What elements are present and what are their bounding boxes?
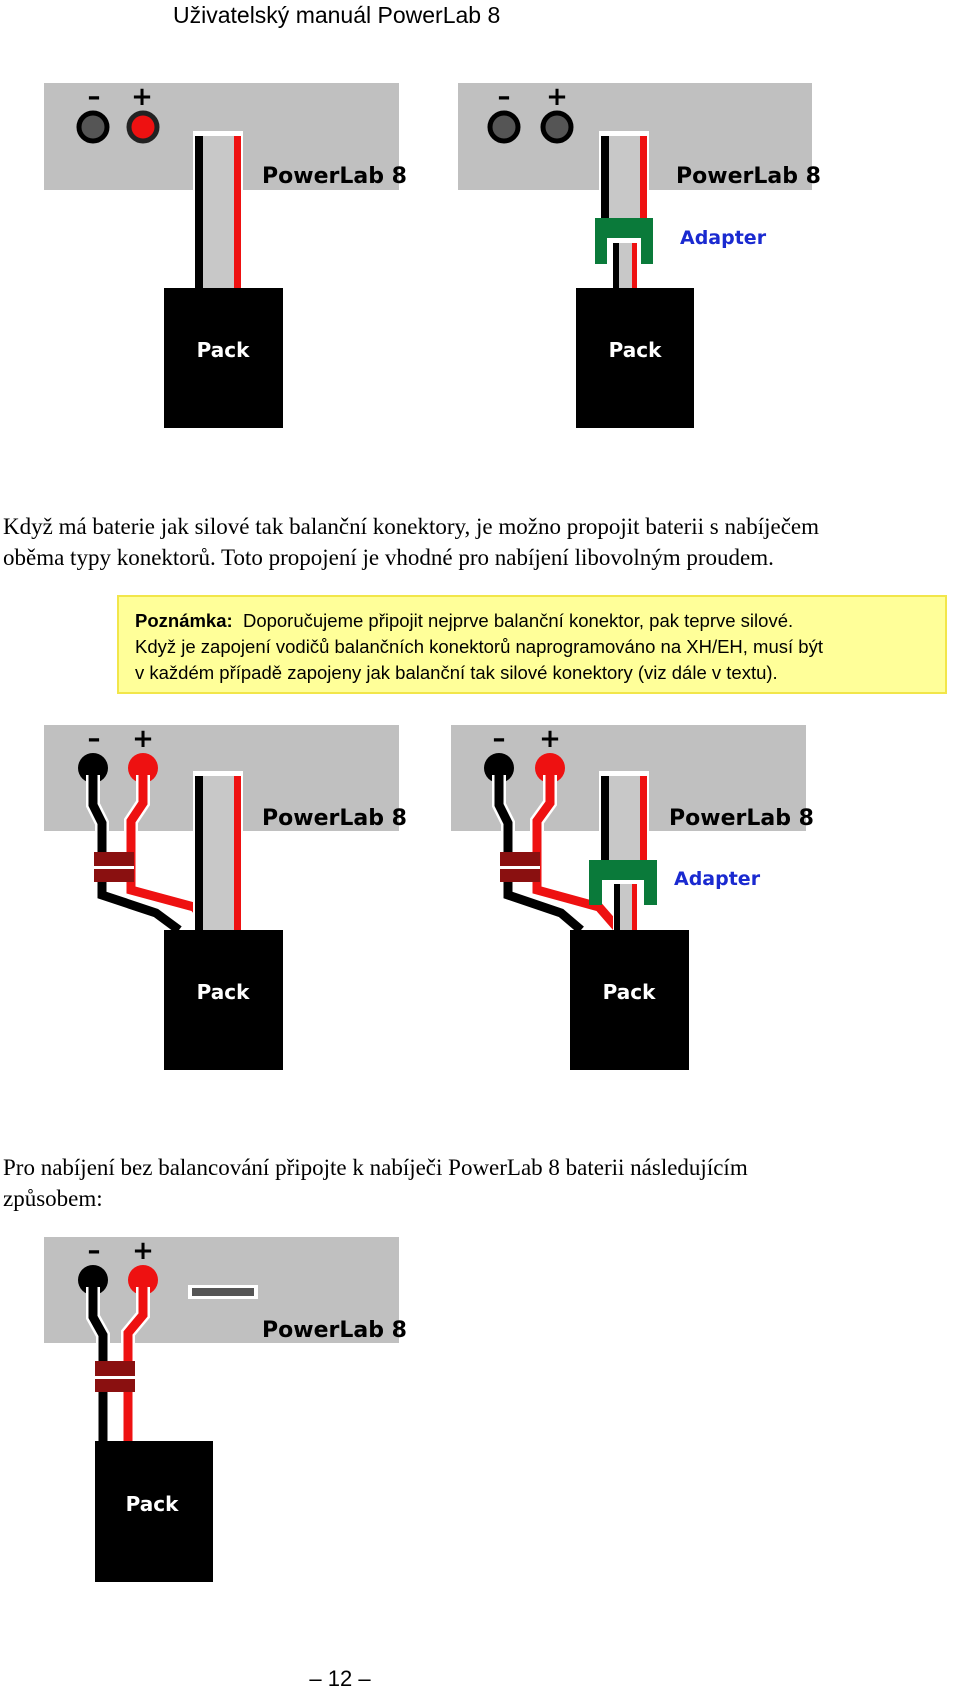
minus-label: – (88, 82, 101, 112)
adapter-label: Adapter (680, 227, 767, 249)
pack-label: Pack (197, 338, 250, 362)
device-label: PowerLab 8 (669, 806, 814, 831)
plus-label: + (131, 82, 153, 112)
diagram-power-only-connection: – + PowerLab 8 Pack (44, 1236, 407, 1582)
paragraph-no-balancing: Pro nabíjení bez balancování připojte k … (3, 1152, 943, 1214)
paragraph-line: Pro nabíjení bez balancování připojte k … (3, 1155, 748, 1180)
diagram-balance-and-power-connection: – + PowerLab 8 Pack (44, 724, 407, 1070)
note-box: Poznámka: Doporučujeme připojit nejprve … (117, 595, 947, 694)
diagram-balance-adapter-and-power-connection: – + PowerLab 8 Adapter Pack (451, 724, 814, 1070)
battery-pack (576, 288, 694, 428)
minus-terminal (487, 110, 521, 144)
adapter-block (595, 218, 653, 238)
adapter-block (589, 860, 657, 880)
note-label: Poznámka: (135, 610, 233, 631)
page-header: Uživatelský manuál PowerLab 8 (173, 2, 501, 28)
adapter-label: Adapter (674, 868, 761, 890)
minus-label: – (88, 724, 101, 754)
battery-pack (95, 1441, 213, 1582)
page-number: – 12 – (309, 1666, 371, 1691)
plus-terminal (128, 1265, 158, 1295)
plus-label: + (132, 724, 154, 754)
diagram-balance-connection: – + PowerLab 8 Pack (44, 82, 407, 428)
minus-label: – (88, 1236, 101, 1266)
minus-terminal (484, 753, 514, 783)
paragraph-both-connectors: Když má baterie jak silové tak balanční … (3, 511, 943, 573)
minus-label: – (498, 82, 511, 112)
device-label: PowerLab 8 (262, 164, 407, 189)
plus-terminal (540, 110, 574, 144)
battery-pack (570, 930, 689, 1070)
plus-terminal (126, 110, 160, 144)
device-label: PowerLab 8 (262, 806, 407, 831)
plus-label: + (546, 82, 568, 112)
plus-terminal (128, 753, 158, 783)
device-label: PowerLab 8 (262, 1318, 407, 1343)
minus-label: – (493, 724, 506, 754)
pack-label: Pack (197, 980, 250, 1004)
plus-terminal (535, 753, 565, 783)
device-label: PowerLab 8 (676, 164, 821, 189)
paragraph-line: Když má baterie jak silové tak balanční … (3, 514, 820, 539)
note-line-3: v každém případě zapojeny jak balanční t… (135, 662, 778, 683)
pack-label: Pack (609, 338, 662, 362)
plus-label: + (539, 724, 561, 754)
note-line-1: Doporučujeme připojit nejprve balanční k… (242, 610, 794, 631)
battery-pack (164, 930, 283, 1070)
minus-terminal (78, 753, 108, 783)
note-line-2: Když je zapojení vodičů balančních konek… (135, 636, 823, 657)
paragraph-line: oběma typy konektorů. Toto propojení je … (3, 545, 774, 570)
plus-label: + (132, 1236, 154, 1266)
minus-terminal (76, 110, 110, 144)
pack-label: Pack (603, 980, 656, 1004)
pack-label: Pack (126, 1492, 179, 1516)
minus-terminal (78, 1265, 108, 1295)
diagram-balance-adapter-connection: – + PowerLab 8 Adapter Pack (458, 82, 821, 428)
paragraph-line: způsobem: (3, 1186, 103, 1211)
battery-pack (164, 288, 283, 428)
